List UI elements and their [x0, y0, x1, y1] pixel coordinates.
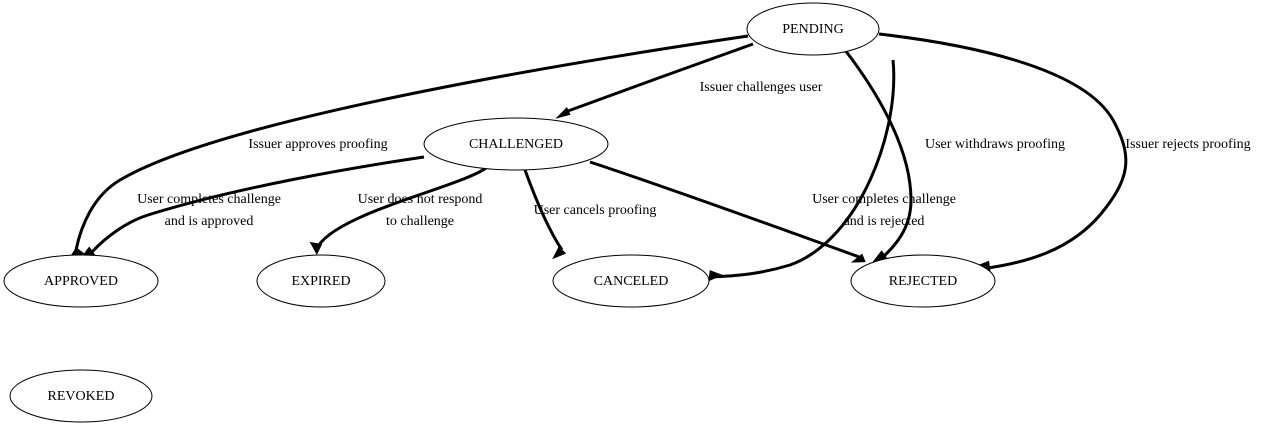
- nodes-layer: PENDING CHALLENGED APPROVED EXPIRED CANCELED…: [3, 2, 996, 423]
- edge-label-challenged-approved: User completes challenge and is approved: [137, 192, 281, 229]
- edge-label-line: and is rejected: [844, 214, 925, 229]
- edge-label-pending-challenged: Issuer challenges user: [700, 80, 823, 95]
- edge-label-pending-canceled: User withdraws proofing: [925, 137, 1065, 152]
- state-node-shape[interactable]: [746, 2, 880, 56]
- edge-line-challenged-rejected: [589, 160, 863, 260]
- arrowhead-icon: [309, 241, 323, 255]
- edge-challenged-rejected: User completes challenge and is rejected: [589, 160, 956, 263]
- edge-line-challenged-approved: [90, 155, 425, 254]
- state-node-shape[interactable]: [256, 254, 386, 308]
- edge-label-challenged-expired: User does not respond to challenge: [358, 192, 483, 229]
- edge-label-pending-approved: Issuer approves proofing: [248, 137, 387, 152]
- edge-line-pending-canceled: [843, 49, 913, 258]
- edge-label-line: and is approved: [165, 214, 254, 229]
- edge-label-pending-rejected: Issuer rejects proofing: [1125, 137, 1250, 152]
- edge-label-line: User does not respond: [358, 192, 483, 207]
- edge-label-line: Issuer approves proofing: [248, 137, 387, 152]
- state-node-shape[interactable]: [850, 254, 996, 308]
- edge-line-pending-challenged: [567, 42, 754, 113]
- edge-line-pending-rejected: [878, 32, 1128, 270]
- state-node-expired[interactable]: EXPIRED: [256, 254, 386, 308]
- arrowhead-icon: [555, 107, 571, 119]
- state-node-shape[interactable]: [3, 254, 159, 308]
- state-node-label: EXPIRED: [291, 274, 350, 289]
- state-node-challenged[interactable]: CHALLENGED: [423, 117, 609, 171]
- edge-pending-canceled: User withdraws proofing: [843, 49, 1065, 263]
- edge-label-line: User completes challenge: [812, 192, 956, 207]
- edge-label-line: User withdraws proofing: [925, 137, 1065, 152]
- edge-label-line: Issuer rejects proofing: [1125, 137, 1250, 152]
- state-node-label: REVOKED: [48, 389, 115, 404]
- edge-line-challenged-canceled: [523, 169, 564, 251]
- state-node-shape[interactable]: [423, 117, 609, 171]
- state-node-revoked[interactable]: REVOKED: [9, 369, 153, 423]
- state-node-label: PENDING: [782, 22, 843, 37]
- edge-challenged-expired: User does not respond to challenge: [309, 166, 487, 255]
- arrowhead-icon: [708, 270, 723, 282]
- edges-layer: Issuer approves proofing Issuer challenge…: [68, 32, 1251, 282]
- edge-line-challenged-expired: [314, 166, 487, 251]
- edge-challenged-canceled: User cancels proofing: [523, 169, 657, 260]
- state-node-label: CANCELED: [594, 274, 669, 289]
- state-node-label: APPROVED: [44, 274, 118, 289]
- state-node-canceled[interactable]: CANCELED: [552, 254, 710, 308]
- edge-label-challenged-canceled: User cancels proofing: [534, 203, 657, 218]
- state-node-approved[interactable]: APPROVED: [3, 254, 159, 308]
- edge-label-line: User cancels proofing: [534, 203, 657, 218]
- state-node-label: CHALLENGED: [469, 137, 563, 152]
- edge-label-challenged-rejected: User completes challenge and is rejected: [812, 192, 956, 229]
- edge-pending-challenged: Issuer challenges user: [555, 42, 823, 119]
- state-node-shape[interactable]: [552, 254, 710, 308]
- edge-pending-canceled-cross: [708, 59, 896, 282]
- edge-pending-rejected: Issuer rejects proofing: [878, 32, 1251, 273]
- edge-label-line: to challenge: [386, 214, 454, 229]
- edge-label-line: Issuer challenges user: [700, 80, 823, 95]
- edge-label-line: User completes challenge: [137, 192, 281, 207]
- state-node-rejected[interactable]: REJECTED: [850, 254, 996, 308]
- edge-pending-approved: Issuer approves proofing: [68, 34, 749, 260]
- edge-line-pending-canceled-cross: [709, 59, 896, 279]
- state-node-label: REJECTED: [889, 274, 957, 289]
- state-node-shape[interactable]: [9, 369, 153, 423]
- arrowhead-icon: [850, 253, 866, 263]
- edge-line-pending-approved: [74, 34, 749, 251]
- state-node-pending[interactable]: PENDING: [746, 2, 880, 56]
- arrowhead-icon: [552, 246, 567, 260]
